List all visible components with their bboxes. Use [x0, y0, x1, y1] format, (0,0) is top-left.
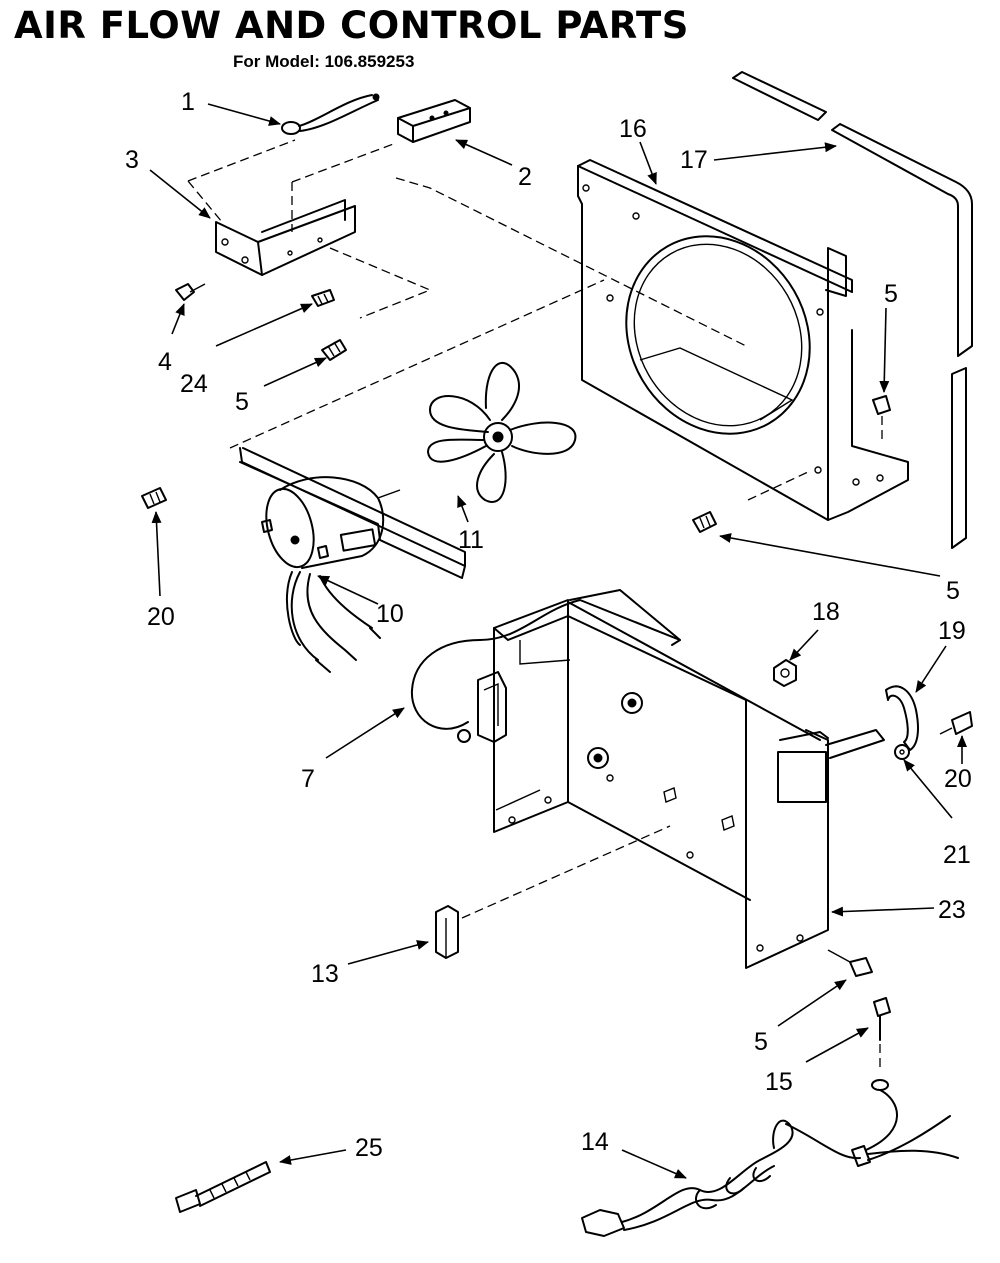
callout-5-middle: 5: [946, 577, 960, 605]
part-10-fan-motor: [239, 447, 466, 673]
part-24-screw: [311, 289, 335, 307]
callout-24: 24: [180, 370, 208, 398]
callout-labels: 1 2 3 4 24 5 16 17 5 11 20 10 5 18 19 7 …: [125, 88, 972, 1162]
callout-14: 14: [581, 1128, 609, 1156]
part-18-nut: [773, 659, 797, 687]
callout-21: 21: [943, 841, 971, 869]
part-20-screw-left: [141, 487, 167, 509]
part-5-screw-upper-left: [321, 339, 347, 361]
callout-19: 19: [938, 617, 966, 645]
callout-5-upper-left: 5: [235, 388, 249, 416]
part-23-base-pan: [493, 589, 829, 969]
part-5-screw-right: [872, 395, 891, 440]
callout-18: 18: [812, 598, 840, 626]
part-4-clip: [175, 283, 206, 301]
part-25-connector: [175, 1161, 271, 1213]
part-21-washer: [825, 729, 910, 760]
callout-17: 17: [680, 146, 708, 174]
callout-4: 4: [158, 348, 172, 376]
callout-15: 15: [765, 1068, 793, 1096]
callout-2: 2: [518, 163, 532, 191]
callout-13: 13: [311, 960, 339, 988]
callout-5-right: 5: [884, 280, 898, 308]
part-3-control-bracket: [187, 139, 432, 319]
callout-5-bottom: 5: [754, 1028, 768, 1056]
part-14-power-cord: [581, 1079, 959, 1237]
diagram-title: AIR FLOW AND CONTROL PARTS: [14, 4, 689, 47]
model-subtitle: For Model: 106.859253: [233, 52, 415, 71]
part-13-capacitor: [435, 825, 671, 959]
callout-23: 23: [938, 896, 966, 924]
part-15-ground-screw: [873, 997, 891, 1072]
callout-16: 16: [619, 115, 647, 143]
callout-20-left: 20: [147, 603, 175, 631]
part-5-screw-bottom: [827, 949, 873, 977]
part-2-terminal-block: [397, 99, 471, 143]
callout-11: 11: [458, 526, 484, 554]
part-1-wire-connector: [281, 93, 380, 135]
callout-25: 25: [355, 1134, 383, 1162]
part-17-seal-strip: [732, 71, 973, 549]
part-7-thermostat: [410, 599, 681, 743]
part-5-screw-middle: [692, 511, 717, 533]
part-20-screw-right: [939, 711, 973, 735]
part-19-strap: [885, 685, 919, 751]
part-16-fan-shroud: [229, 159, 909, 521]
callout-3: 3: [125, 146, 139, 174]
leader-lines: [149, 103, 967, 1179]
callout-7: 7: [301, 765, 315, 793]
callout-1: 1: [181, 88, 195, 116]
callout-10: 10: [376, 600, 404, 628]
part-11-fan-blade: [427, 361, 577, 503]
callout-20-right: 20: [944, 765, 972, 793]
